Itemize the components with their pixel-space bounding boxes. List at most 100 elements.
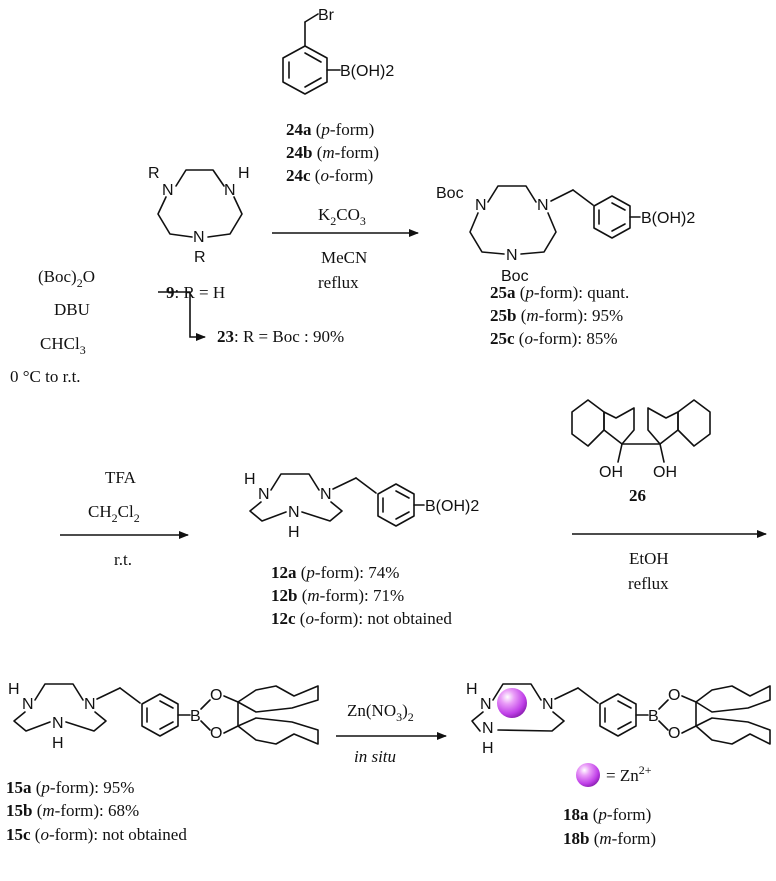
chcl3-solvent: CHCl3 — [40, 334, 86, 357]
label-12b: 12b (m-form): 71% — [271, 586, 404, 605]
svg-text:B(OH)2: B(OH)2 — [641, 210, 695, 227]
svg-text:O: O — [210, 687, 222, 704]
product-25-labels: 25a (p-form): quant. 25b (m-form): 95% 2… — [490, 283, 629, 348]
compound-15b: 15b — [6, 801, 32, 820]
boc2o-reagent: (Boc)2O — [38, 267, 95, 290]
zinc-legend-sphere — [576, 763, 600, 787]
svg-text:B(OH)2: B(OH)2 — [425, 498, 479, 515]
product-25-structure: Boc N N N Boc B(OH)2 — [436, 185, 695, 285]
product-18-labels: 18a (p-form) 18b (m-form) — [563, 805, 656, 848]
svg-text:B: B — [648, 708, 659, 725]
k2co3-reagent: K2CO3 — [318, 205, 366, 228]
svg-text:H: H — [466, 681, 478, 698]
compound-12b: 12b — [271, 586, 297, 605]
svg-text:N: N — [224, 182, 236, 199]
zinc-ion-sphere — [497, 688, 527, 718]
product-15-labels: 15a (p-form): 95% 15b (m-form): 68% 15c … — [6, 778, 187, 844]
compound-12c: 12c — [271, 609, 296, 628]
mecn-solvent: MeCN — [321, 248, 367, 267]
svg-text:N: N — [162, 182, 174, 199]
product-12-structure: H N N N H B(OH)2 — [244, 471, 479, 541]
zn-nitrate-reagent: Zn(NO3)2 — [347, 701, 414, 724]
compound-25a: 25a — [490, 283, 516, 302]
dbu-reagent: DBU — [54, 300, 90, 319]
zinc-legend: = Zn2+ — [576, 763, 652, 787]
triazonane-9-structure: R N N H N R — [148, 165, 250, 266]
label-15b: 15b (m-form): 68% — [6, 801, 139, 820]
compound-9: 9 — [166, 283, 175, 302]
compound-26: 26 — [629, 486, 646, 505]
svg-text:Boc: Boc — [501, 268, 529, 285]
reagent-24-structure: Br B(OH)2 — [282, 7, 394, 95]
svg-text:H: H — [244, 471, 256, 488]
compound-24c: 24c — [286, 166, 311, 185]
svg-text:H: H — [238, 165, 250, 182]
svg-text:O: O — [210, 725, 222, 742]
compound-23: 23 — [217, 327, 234, 346]
svg-text:H: H — [482, 740, 494, 757]
svg-text:N: N — [84, 696, 96, 713]
product-12-labels: 12a (p-form): 74% 12b (m-form): 71% 12c … — [271, 563, 452, 628]
svg-text:N: N — [320, 486, 332, 503]
boc-temperature: 0 °C to r.t. — [10, 367, 81, 386]
svg-text:N: N — [193, 229, 205, 246]
compound-24b: 24b — [286, 143, 312, 162]
tfa-reagent: TFA — [105, 468, 137, 487]
boc-conditions: (Boc)2O DBU CHCl3 0 °C to r.t. — [10, 267, 95, 386]
label-15a: 15a (p-form): 95% — [6, 778, 134, 797]
label-25b: 25b (m-form): 95% — [490, 306, 623, 325]
svg-text:H: H — [8, 681, 20, 698]
svg-text:N: N — [258, 486, 270, 503]
compound-25c: 25c — [490, 329, 515, 348]
label-18a: 18a (p-form) — [563, 805, 651, 824]
label-25c: 25c (o-form): 85% — [490, 329, 617, 348]
etoh-solvent: EtOH — [629, 549, 669, 568]
boc-protection-arrow — [158, 291, 206, 341]
ch2cl2-solvent: CH2Cl2 — [88, 502, 140, 525]
svg-text:H: H — [288, 524, 300, 541]
product-18-structure: H N N N H B O O — [466, 681, 771, 757]
reagent-24-labels: 24a (p-form) 24b (m-form) 24c (o-form) — [286, 120, 379, 185]
svg-text:H: H — [52, 735, 64, 752]
svg-text:N: N — [475, 197, 487, 214]
compound-12a: 12a — [271, 563, 297, 582]
compound-24a: 24a — [286, 120, 312, 139]
boronic-acid-group: B(OH)2 — [340, 63, 394, 80]
svg-text:OH: OH — [653, 464, 677, 481]
svg-text:N: N — [52, 715, 64, 732]
svg-text:B: B — [190, 708, 201, 725]
label-24c: 24c (o-form) — [286, 166, 373, 185]
label-18b: 18b (m-form) — [563, 829, 656, 848]
label-23: 23: R = Boc : 90% — [217, 327, 344, 346]
step2-rt: r.t. — [114, 550, 132, 569]
svg-text:O: O — [668, 687, 680, 704]
step3-reflux: reflux — [628, 574, 669, 593]
svg-text:O: O — [668, 725, 680, 742]
compound-15c: 15c — [6, 825, 31, 844]
svg-text:N: N — [506, 247, 518, 264]
svg-text:N: N — [482, 720, 494, 737]
svg-text:N: N — [537, 197, 549, 214]
reagent-26-structure: OH OH — [571, 399, 711, 481]
svg-text:R: R — [194, 249, 206, 266]
svg-text:Boc: Boc — [436, 185, 464, 202]
svg-text:R: R — [148, 165, 160, 182]
label-25a: 25a (p-form): quant. — [490, 283, 629, 302]
compound-15a: 15a — [6, 778, 32, 797]
zinc-legend-label: = Zn2+ — [606, 763, 652, 785]
label-9: 9: R = H — [166, 283, 225, 302]
label-12a: 12a (p-form): 74% — [271, 563, 399, 582]
step1-reflux: reflux — [318, 273, 359, 292]
compound-18b: 18b — [563, 829, 589, 848]
svg-text:OH: OH — [599, 464, 623, 481]
bromine-atom: Br — [318, 7, 335, 24]
svg-text:N: N — [288, 504, 300, 521]
in-situ-condition: in situ — [354, 747, 396, 766]
svg-text:N: N — [542, 696, 554, 713]
svg-text:N: N — [22, 696, 34, 713]
svg-text:N: N — [480, 696, 492, 713]
compound-25b: 25b — [490, 306, 516, 325]
product-15-structure: H N N N H B O O — [8, 681, 319, 752]
compound-18a: 18a — [563, 805, 589, 824]
